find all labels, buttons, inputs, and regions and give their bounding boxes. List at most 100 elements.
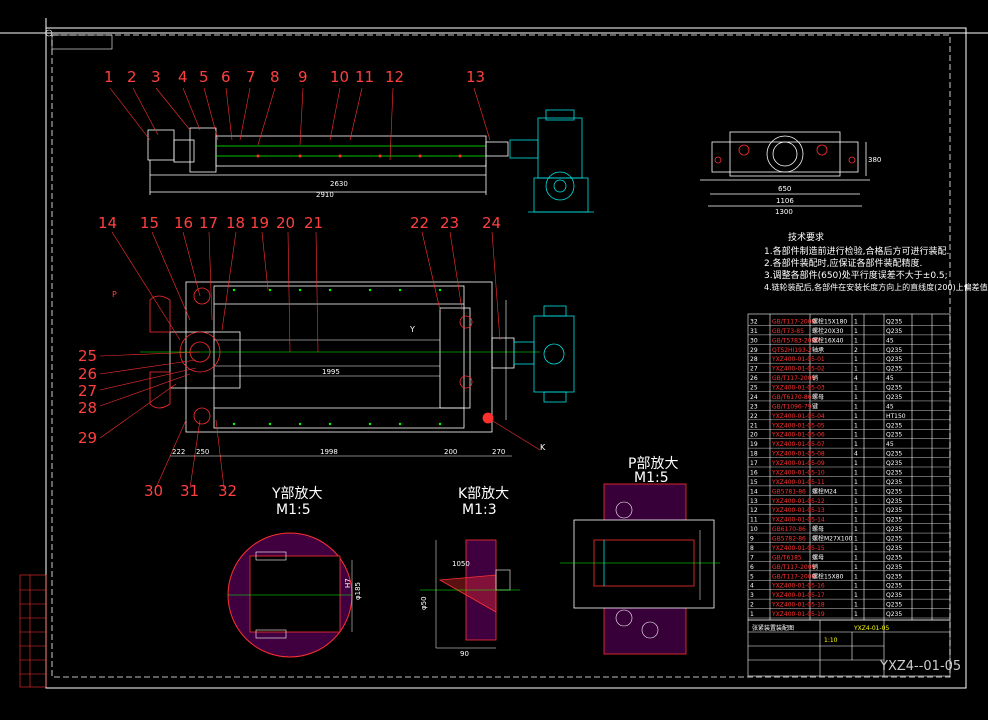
bom-cell: Q235 xyxy=(886,469,902,476)
notes-line-3: 3.调整各部件(650)处平行度误差不大于±0.5; xyxy=(764,269,948,281)
bom-cell: 1 xyxy=(854,611,858,618)
bom-cell: Q235 xyxy=(886,545,902,552)
bom-cell: 25 xyxy=(750,385,758,392)
gear-reducer-plan xyxy=(513,305,575,403)
bom-cell: 1 xyxy=(854,507,858,514)
bom-cell: YXZ400-01-05-15 xyxy=(771,545,825,552)
bom-cell: GB6170-86 xyxy=(772,526,806,533)
mark-p: P xyxy=(112,290,117,299)
bom-cell: Q235 xyxy=(886,517,902,524)
callout-7: 7 xyxy=(246,68,256,86)
bom-cell: YXZ400-01-05-03 xyxy=(771,385,825,392)
callout-15: 15 xyxy=(140,214,159,232)
title-block-big-number: YXZ4--01-05 xyxy=(879,659,961,674)
detail-p: P部放大 M1:5 xyxy=(560,456,720,655)
bom-cell: GB/T117-2000 xyxy=(772,375,816,382)
bom-cell: 23 xyxy=(750,403,758,410)
bom-cell: 1 xyxy=(854,479,858,486)
bom-cell: 18 xyxy=(750,451,758,458)
elevation-view xyxy=(147,127,509,195)
bom-cell: 1 xyxy=(854,413,858,420)
notes-line-2: 2.各部件装配时,应保证各部件装配精度. xyxy=(764,257,922,269)
bom-cell: 1 xyxy=(854,318,858,325)
left-revision-strip xyxy=(19,574,47,688)
bom-cell: GB/T1096-79 xyxy=(772,403,812,410)
callout-21: 21 xyxy=(304,214,323,232)
bom-cell: Q235 xyxy=(886,318,902,325)
bom-cell: Q235 xyxy=(886,536,902,543)
bom-cell: YXZ400-01-05-10 xyxy=(771,469,825,476)
bom-cell: 9 xyxy=(750,536,754,543)
callout-8: 8 xyxy=(270,68,280,86)
bom-cell: Q235 xyxy=(886,422,902,429)
bom-cell: 21 xyxy=(750,422,758,429)
bom-cell: YXZ400-01-05-16 xyxy=(771,583,825,590)
bom-cell: YXZ400-01-05-18 xyxy=(771,602,825,609)
bom-cell: 8 xyxy=(750,545,754,552)
technical-notes: 技术要求 1.各部件制造前进行检验,合格后方可进行装配. 2.各部件装配时,应保… xyxy=(764,231,988,292)
title-block-drawing-no: YXZ4-01-05 xyxy=(853,625,889,632)
bom-cell: 13 xyxy=(750,498,758,505)
bom-cell: 螺栓15X180 xyxy=(812,317,847,325)
bom-cell: Q235 xyxy=(886,573,902,580)
bom-cell: 1 xyxy=(854,545,858,552)
bom-cell: Q235 xyxy=(886,394,902,401)
callout-2: 2 xyxy=(127,68,137,86)
callout-6: 6 xyxy=(221,68,231,86)
dim-plan-270: 270 xyxy=(492,448,505,456)
bom-cell: YXZ400-01-05-06 xyxy=(771,432,825,439)
bom-cell: GB/T5783-2000 xyxy=(772,337,819,344)
callout-12: 12 xyxy=(385,68,404,86)
bom-cell: 1 xyxy=(854,583,858,590)
bom-cell: GB/T117-2000 xyxy=(772,564,816,571)
detail-k-dim-dia: φ50 xyxy=(420,596,428,610)
bom-cell: 14 xyxy=(750,488,758,495)
detail-k-dim-1050: 1050 xyxy=(452,560,470,568)
bom-cell: 6 xyxy=(750,564,754,571)
bom-cell: 17 xyxy=(750,460,758,467)
bom-cell: YXZ400-01-05-08 xyxy=(771,451,825,458)
bom-cell: 1 xyxy=(854,517,858,524)
bom-cell: Q235 xyxy=(886,526,902,533)
bom-cell: 销 xyxy=(812,374,818,382)
detail-y-dim-dia: φ185 xyxy=(354,582,362,600)
bom-cell: 5 xyxy=(750,573,754,580)
bom-cell: 11 xyxy=(750,517,758,524)
callout-25: 25 xyxy=(78,347,97,365)
bom-cell: 4 xyxy=(854,451,858,458)
bom-cell: 1 xyxy=(854,385,858,392)
bom-cell: 2 xyxy=(750,602,754,609)
callout-18: 18 xyxy=(226,214,245,232)
title-block-drawing-name: 张紧装置装配图 xyxy=(752,624,794,632)
top-callout-labels: 1 2 3 4 5 6 7 8 9 10 11 12 13 xyxy=(104,68,485,86)
bom-cell: HT150 xyxy=(886,413,906,420)
bom-cell: YXZ400-01-05-02 xyxy=(771,366,825,373)
bom-cell: 28 xyxy=(750,356,758,363)
callout-23: 23 xyxy=(440,214,459,232)
bom-cell: 1 xyxy=(854,366,858,373)
bom-cell: 45 xyxy=(886,375,894,382)
dim-plan-222: 222 xyxy=(172,448,185,456)
detail-y-scale: M1:5 xyxy=(276,502,311,518)
bom-cell: YXZ400-01-05-11 xyxy=(771,479,825,486)
bom-cell: 销 xyxy=(812,563,818,571)
callout-16: 16 xyxy=(174,214,193,232)
dim-plan-250: 250 xyxy=(196,448,209,456)
bom-cell: Q235 xyxy=(886,507,902,514)
dim-end-1300: 1300 xyxy=(775,208,793,216)
bom-cell: 19 xyxy=(750,441,758,448)
bom-cell: 31 xyxy=(750,328,758,335)
dim-end-1106: 1106 xyxy=(776,197,794,205)
detail-y-title: Y部放大 xyxy=(271,486,323,502)
bom-cell: 1 xyxy=(854,592,858,599)
bom-cell: GB/T117-2000 xyxy=(772,573,816,580)
callout-4: 4 xyxy=(178,68,188,86)
bom-cell: 螺栓M24 xyxy=(812,487,837,495)
bom-cell: GB/T6170-86 xyxy=(772,394,812,401)
bom-cell: 1 xyxy=(854,554,858,561)
callout-29: 29 xyxy=(78,429,97,447)
bom-cell: GB/T73-85 xyxy=(772,328,804,335)
bom-cell: 1 xyxy=(854,422,858,429)
bom-cell: Q235 xyxy=(886,583,902,590)
bom-cell: 1 xyxy=(854,573,858,580)
